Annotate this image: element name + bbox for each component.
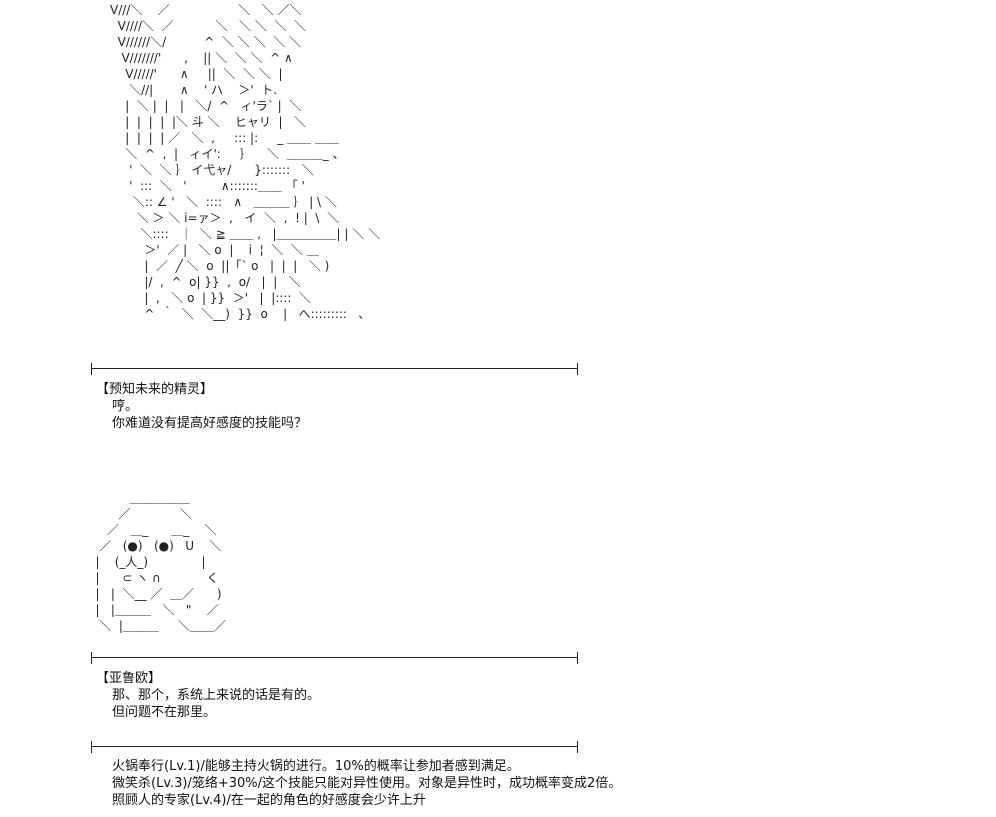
ascii-art-face: ＿＿＿＿＿ ／ ＼ ／ ＿_ ＿_ ＼ ／ (●) (●) U ＼ | (_人_… [95, 491, 227, 633]
dialogue-block-spirit: 【预知未来的精灵】 哼。 你难道没有提高好感度的技能吗？ [96, 381, 307, 432]
skill-list: 火锅奉行(Lv.1)/能够主持火锅的进行。10%的概率让参加者感到满足。 微笑杀… [96, 758, 621, 809]
dialogue-line: 那、那个，系统上来说的话是有的。 [112, 688, 321, 703]
ascii-art-spirit: V///＼ ／ ＼ ＼ ／＼ V////＼ ／ ＼ ＼ ＼ ＼ ＼ V/////… [110, 3, 381, 321]
divider [91, 741, 578, 753]
skill-line: 微笑杀(Lv.3)/笼络+30%/这个技能只能对异性使用。对象是异性时，成功概率… [112, 776, 622, 791]
dialogue-block-yaruo: 【亚鲁欧】 那、那个，系统上来说的话是有的。 但问题不在那里。 [96, 670, 320, 721]
skill-line: 照顾人的专家(Lv.4)/在一起的角色的好感度会少许上升 [112, 793, 426, 808]
dialogue-line: 但问题不在那里。 [112, 705, 217, 720]
speaker-name: 【预知未来的精灵】 [96, 382, 214, 397]
dialogue-line: 你难道没有提高好感度的技能吗？ [112, 416, 308, 431]
skill-line: 火锅奉行(Lv.1)/能够主持火锅的进行。10%的概率让参加者感到满足。 [112, 759, 520, 774]
divider [91, 652, 578, 664]
speaker-name: 【亚鲁欧】 [96, 671, 162, 686]
divider [91, 363, 578, 375]
dialogue-line: 哼。 [112, 399, 139, 414]
